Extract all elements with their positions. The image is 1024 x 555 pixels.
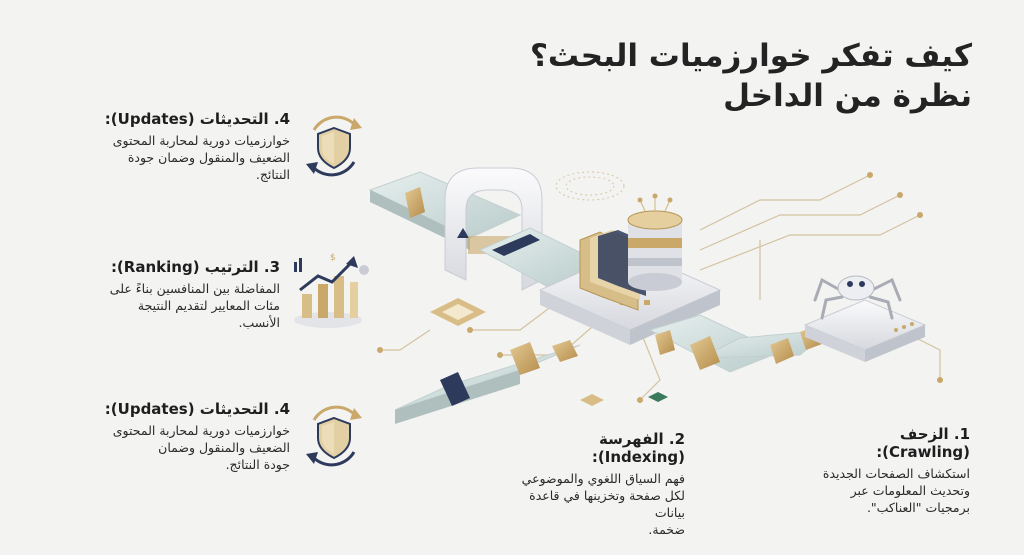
step-crawling: 1. الزحف (Crawling): استكشاف الصفحات الج… <box>812 425 970 516</box>
step-updates-bottom: 4. التحديثات (Updates): خوارزميات دورية … <box>80 400 290 473</box>
title-line-1: كيف تفكر خوارزميات البحث؟ <box>529 38 972 74</box>
growth-chart-icon: $ <box>294 253 369 328</box>
circuit-lines-icon <box>380 174 941 401</box>
step-heading: 4. التحديثات (Updates): <box>104 400 290 418</box>
step-heading: 2. الفهرسة (Indexing): <box>591 430 685 466</box>
svg-text:$: $ <box>330 253 336 263</box>
shield-sync-icon <box>306 115 362 177</box>
title-line-2: نظرة من الداخل <box>723 78 972 114</box>
step-description: خوارزميات دورية لمحاربة المحتوى الضعيف و… <box>112 133 290 182</box>
step-description: المفاضلة بين المنافسين بناءً على مئات ال… <box>109 281 280 330</box>
step-indexing: 2. الفهرسة (Indexing): فهم السياق اللغوي… <box>505 430 685 538</box>
step-description: استكشاف الصفحات الجديدة وتحديث المعلومات… <box>822 466 970 515</box>
shield-sync-icon <box>306 405 362 467</box>
step-heading: 4. التحديثات (Updates): <box>104 110 290 128</box>
step-updates-top: 4. التحديثات (Updates): خوارزميات دورية … <box>80 110 290 183</box>
spider-bot-icon <box>803 275 927 362</box>
step-description: فهم السياق اللغوي والموضوعي لكل صفحة وتخ… <box>521 471 685 537</box>
step-heading: 3. الترتيب (Ranking): <box>110 258 280 276</box>
chip-icon <box>430 298 486 326</box>
database-icon <box>627 193 683 291</box>
step-heading: 1. الزحف (Crawling): <box>876 425 970 461</box>
step-description: خوارزميات دورية لمحاربة المحتوى الضعيف و… <box>112 423 290 472</box>
step-ranking: 3. الترتيب (Ranking): المفاضلة بين المنا… <box>80 258 280 331</box>
page-title: كيف تفكر خوارزميات البحث؟ نظرة من الداخل <box>502 36 972 116</box>
